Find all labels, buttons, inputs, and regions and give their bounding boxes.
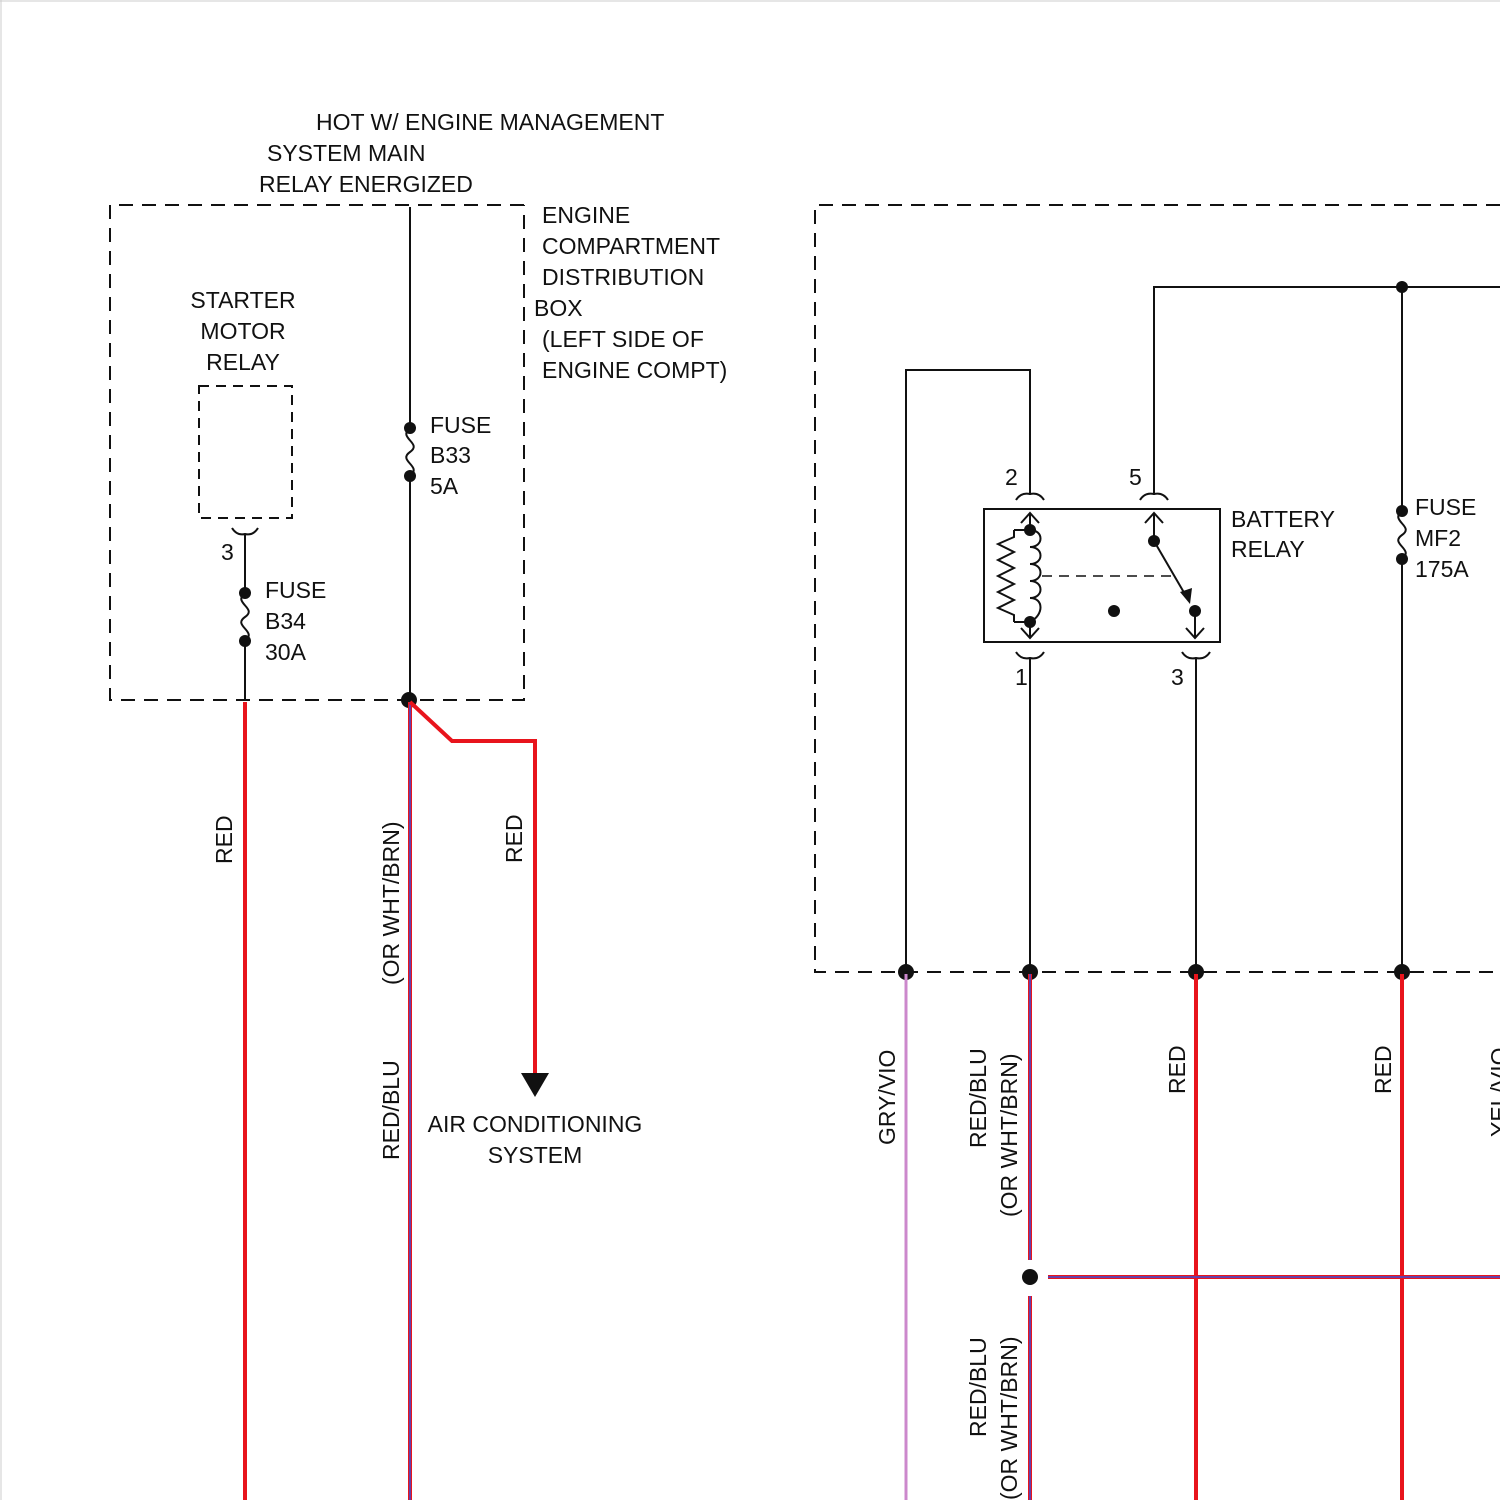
dist-box-line-3: DISTRIBUTION xyxy=(542,264,704,290)
battery-relay-pin-1: 1 xyxy=(1015,664,1028,690)
hot-line-2: SYSTEM MAIN xyxy=(267,140,425,166)
starter-relay-pin: 3 xyxy=(221,539,234,565)
fuse-b33-line-1: FUSE xyxy=(430,412,491,438)
starter-relay-line-3: RELAY xyxy=(206,349,280,375)
fuse-b34-line-1: FUSE xyxy=(265,577,326,603)
wire-label-red-blu-low: RED/BLU xyxy=(965,1337,991,1437)
relay-center-dot xyxy=(1108,605,1120,617)
battery-relay-line-1: BATTERY xyxy=(1231,506,1335,532)
battery-relay-line-2: RELAY xyxy=(1231,536,1305,562)
wire-label-red-blu-left: RED/BLU xyxy=(378,1060,404,1160)
starter-relay-line-1: STARTER xyxy=(190,287,295,313)
wire-label-red-left: RED xyxy=(211,815,237,864)
wire-label-or-wht-brn-left: (OR WHT/BRN) xyxy=(378,821,404,985)
fuse-b33-line-3: 5A xyxy=(430,473,459,499)
fuse-b33-line-2: B33 xyxy=(430,442,471,468)
wire-label-or-wht-brn-mid: (OR WHT/BRN) xyxy=(996,1053,1022,1217)
wire-label-yel-vio: YEL/VIO xyxy=(1486,1048,1500,1137)
wire-label-or-wht-brn-low: (OR WHT/BRN) xyxy=(996,1336,1022,1500)
battery-relay-pin-3: 3 xyxy=(1171,664,1184,690)
wire-label-red-ac: RED xyxy=(501,814,527,863)
fuse-b34-line-2: B34 xyxy=(265,608,306,634)
ac-system-line-2: SYSTEM xyxy=(488,1142,583,1168)
dist-box-line-5: (LEFT SIDE OF xyxy=(542,326,704,352)
wire-label-red-fuse-mf2: RED xyxy=(1370,1045,1396,1094)
wire-label-red-blu-mid: RED/BLU xyxy=(965,1048,991,1148)
fuse-mf2-line-1: FUSE xyxy=(1415,494,1476,520)
hot-line-3: RELAY ENERGIZED xyxy=(259,171,473,197)
battery-relay-pin-5: 5 xyxy=(1129,464,1142,490)
starter-relay-line-2: MOTOR xyxy=(200,318,285,344)
dist-box-line-4: BOX xyxy=(534,295,583,321)
dist-box-line-1: ENGINE xyxy=(542,202,630,228)
dist-box-line-6: ENGINE COMPT) xyxy=(542,357,727,383)
fuse-mf2-line-2: MF2 xyxy=(1415,525,1461,551)
ac-system-line-1: AIR CONDITIONING xyxy=(428,1111,643,1137)
fuse-b34-line-3: 30A xyxy=(265,639,307,665)
battery-relay-pin-2: 2 xyxy=(1005,464,1018,490)
fuse-mf2-line-3: 175A xyxy=(1415,556,1469,582)
red-blu-splice xyxy=(1022,1269,1038,1285)
hot-line-1: HOT W/ ENGINE MANAGEMENT xyxy=(316,109,664,135)
dist-box-line-2: COMPARTMENT xyxy=(542,233,720,259)
wire-label-red-relay-pin3: RED xyxy=(1164,1045,1190,1094)
wire-label-gry-vio: GRY/VIO xyxy=(874,1050,900,1145)
